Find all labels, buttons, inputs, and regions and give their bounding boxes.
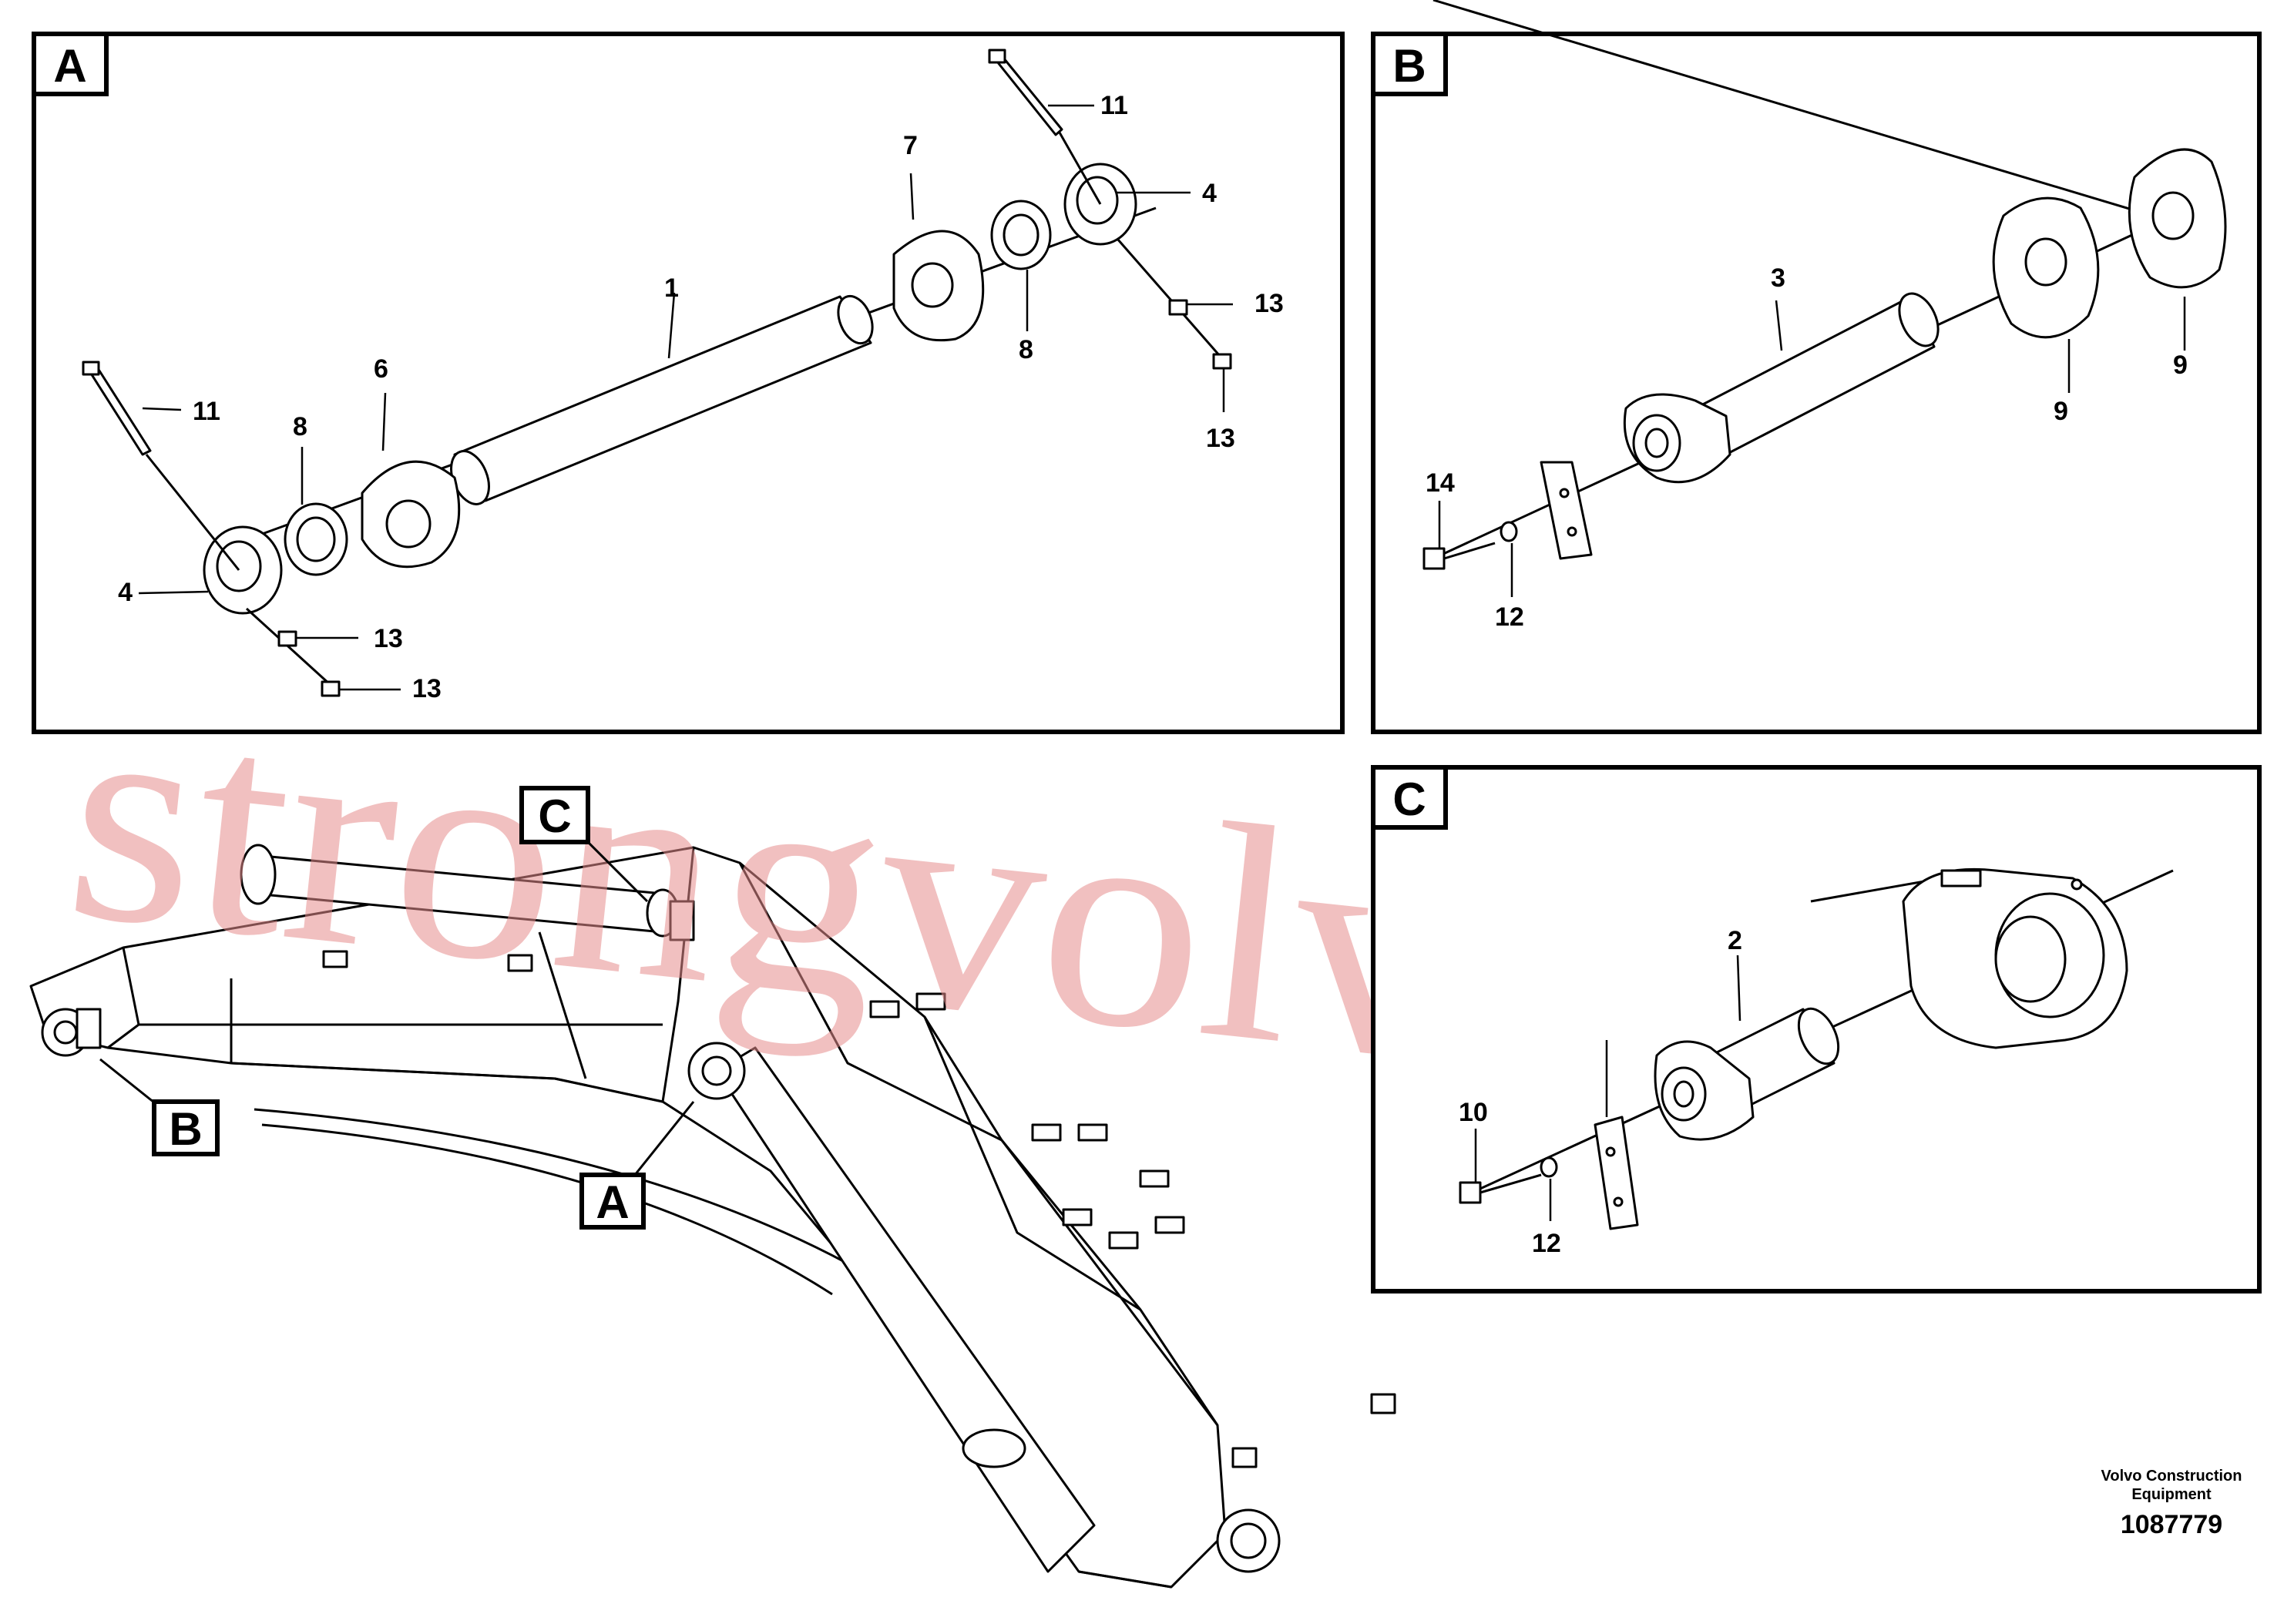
callout-1: 1	[664, 273, 679, 303]
lock-plate-c	[1594, 1116, 1639, 1230]
callout-4-right: 4	[1202, 179, 1217, 208]
washer-12-b	[1500, 521, 1518, 542]
panel-c-tag: C	[1392, 773, 1426, 825]
panel-a-tag: A	[53, 40, 86, 92]
drawing-number: 1087779	[2121, 1510, 2222, 1539]
callout-13-a: 13	[374, 624, 403, 653]
panel-c-parts	[1459, 867, 2174, 1230]
nut-13-d	[1212, 353, 1232, 370]
panel-a: A	[32, 32, 1345, 734]
panel-b-tag: B	[1392, 40, 1426, 92]
callout-14: 14	[1426, 468, 1455, 498]
overview-tag-b: B	[99, 1058, 220, 1156]
callout-10: 10	[1459, 1098, 1488, 1127]
callout-12-c: 12	[1532, 1229, 1561, 1258]
overview-tag-a-label: A	[596, 1176, 629, 1228]
panel-b: B	[1371, 0, 2262, 734]
callout-6: 6	[374, 354, 388, 384]
bolt-10	[1459, 1181, 1482, 1204]
callout-11-right: 11	[1100, 91, 1128, 120]
overview-tag-b-label: B	[169, 1103, 202, 1155]
callout-13-c: 13	[1254, 289, 1284, 318]
panel-a-parts	[82, 49, 1233, 697]
callout-13-d: 13	[1206, 424, 1235, 453]
panel-b-parts	[1422, 0, 2227, 597]
callout-9-b: 9	[2173, 351, 2188, 380]
callout-12-b: 12	[1495, 602, 1524, 632]
nut-13-a	[277, 630, 297, 647]
overview-tag-c-label: C	[538, 790, 571, 842]
callout-8-left: 8	[293, 412, 307, 441]
callout-9-a: 9	[2054, 397, 2068, 426]
footer: Volvo Construction Equipment 1087779	[2101, 1468, 2242, 1539]
washer-12-c	[1540, 1156, 1558, 1178]
callout-8-right: 8	[1019, 335, 1033, 364]
bolt-14	[1422, 547, 1446, 570]
lock-plate	[1540, 461, 1593, 560]
callout-11-left: 11	[193, 397, 220, 426]
callout-4-left: 4	[118, 578, 133, 607]
overview-tag-c: C	[519, 786, 649, 903]
overview-tag-a: A	[579, 1101, 695, 1230]
callout-7: 7	[903, 131, 918, 160]
callout-13-b: 13	[412, 674, 442, 703]
panel-c: C	[1371, 765, 2262, 1293]
footer-company-line2: Equipment	[2131, 1486, 2212, 1503]
callout-2: 2	[1728, 926, 1742, 955]
footer-company-line1: Volvo Construction	[2101, 1468, 2242, 1485]
nut-13-b	[321, 680, 341, 697]
callout-3: 3	[1771, 263, 1785, 293]
nut-13-c	[1168, 299, 1188, 316]
